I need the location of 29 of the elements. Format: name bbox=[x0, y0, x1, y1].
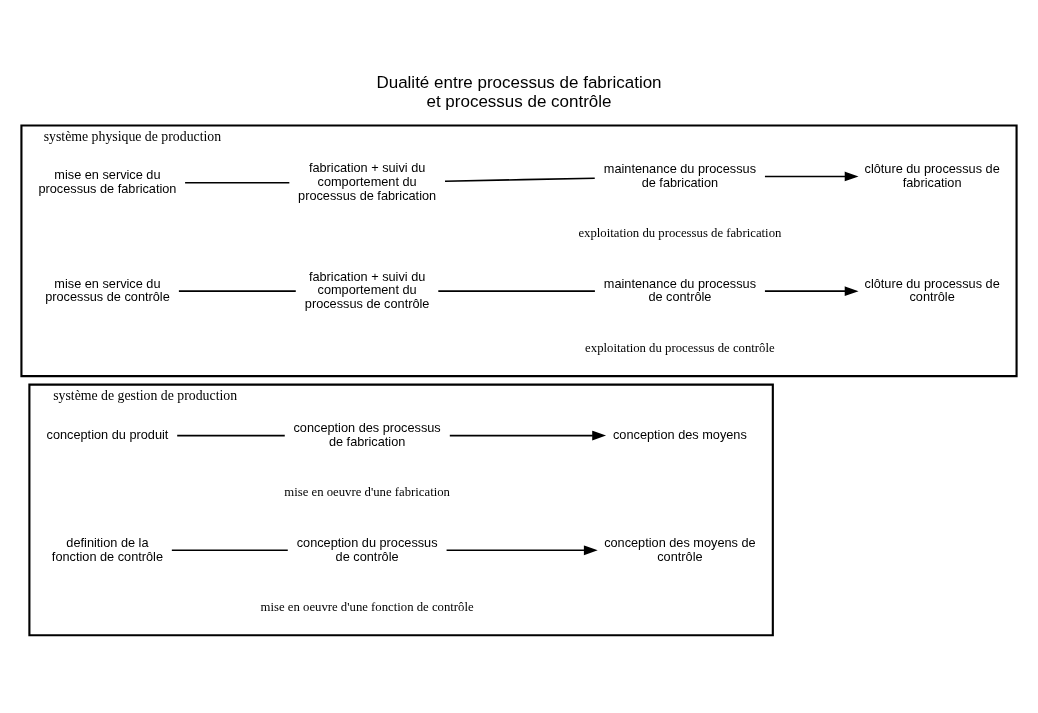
label: exploitation du processus de fabrication bbox=[578, 225, 782, 240]
connector bbox=[184, 181, 291, 184]
node-text: fabrication + suivi du comportement du processus de contrôle bbox=[304, 268, 430, 311]
node-text: mise en service du processus de contrôle bbox=[45, 275, 170, 304]
label: exploitation du processus de contrôle bbox=[585, 340, 775, 355]
node-text: definition de la fonction de contrôle bbox=[51, 534, 164, 563]
connector bbox=[171, 549, 289, 551]
diagram-title: Dualité entre processus de fabrication et processus de contrôle bbox=[376, 72, 662, 111]
arrow bbox=[764, 171, 859, 181]
arrow bbox=[445, 544, 598, 555]
label: mise en oeuvre d'une fonction de contrôle bbox=[260, 599, 474, 614]
connector bbox=[176, 434, 286, 436]
node-text: conception des moyens de contrôle bbox=[604, 534, 756, 563]
node-text: maintenance du processus de contrôle bbox=[603, 275, 756, 304]
connector bbox=[437, 289, 596, 292]
arrow bbox=[764, 285, 859, 296]
node-text: mise en service du processus de fabrication bbox=[38, 166, 177, 196]
node-text: maintenance du processus de fabrication bbox=[603, 160, 756, 190]
node-text: conception du processus de contrôle bbox=[296, 534, 438, 563]
node-text: clôture du processus de fabrication bbox=[864, 160, 1000, 190]
node-text: fabrication + suivi du comportement du processus de fabrication bbox=[298, 159, 437, 203]
node-text: conception des processus de fabrication bbox=[293, 419, 441, 449]
node-text: conception des moyens bbox=[613, 426, 747, 442]
connector bbox=[444, 176, 596, 182]
node-text: conception du produit bbox=[46, 426, 169, 442]
node-text: clôture du processus de contrôle bbox=[864, 275, 1000, 304]
arrow bbox=[449, 430, 607, 440]
label: mise en oeuvre d'une fabrication bbox=[284, 484, 450, 499]
connector bbox=[178, 289, 297, 292]
